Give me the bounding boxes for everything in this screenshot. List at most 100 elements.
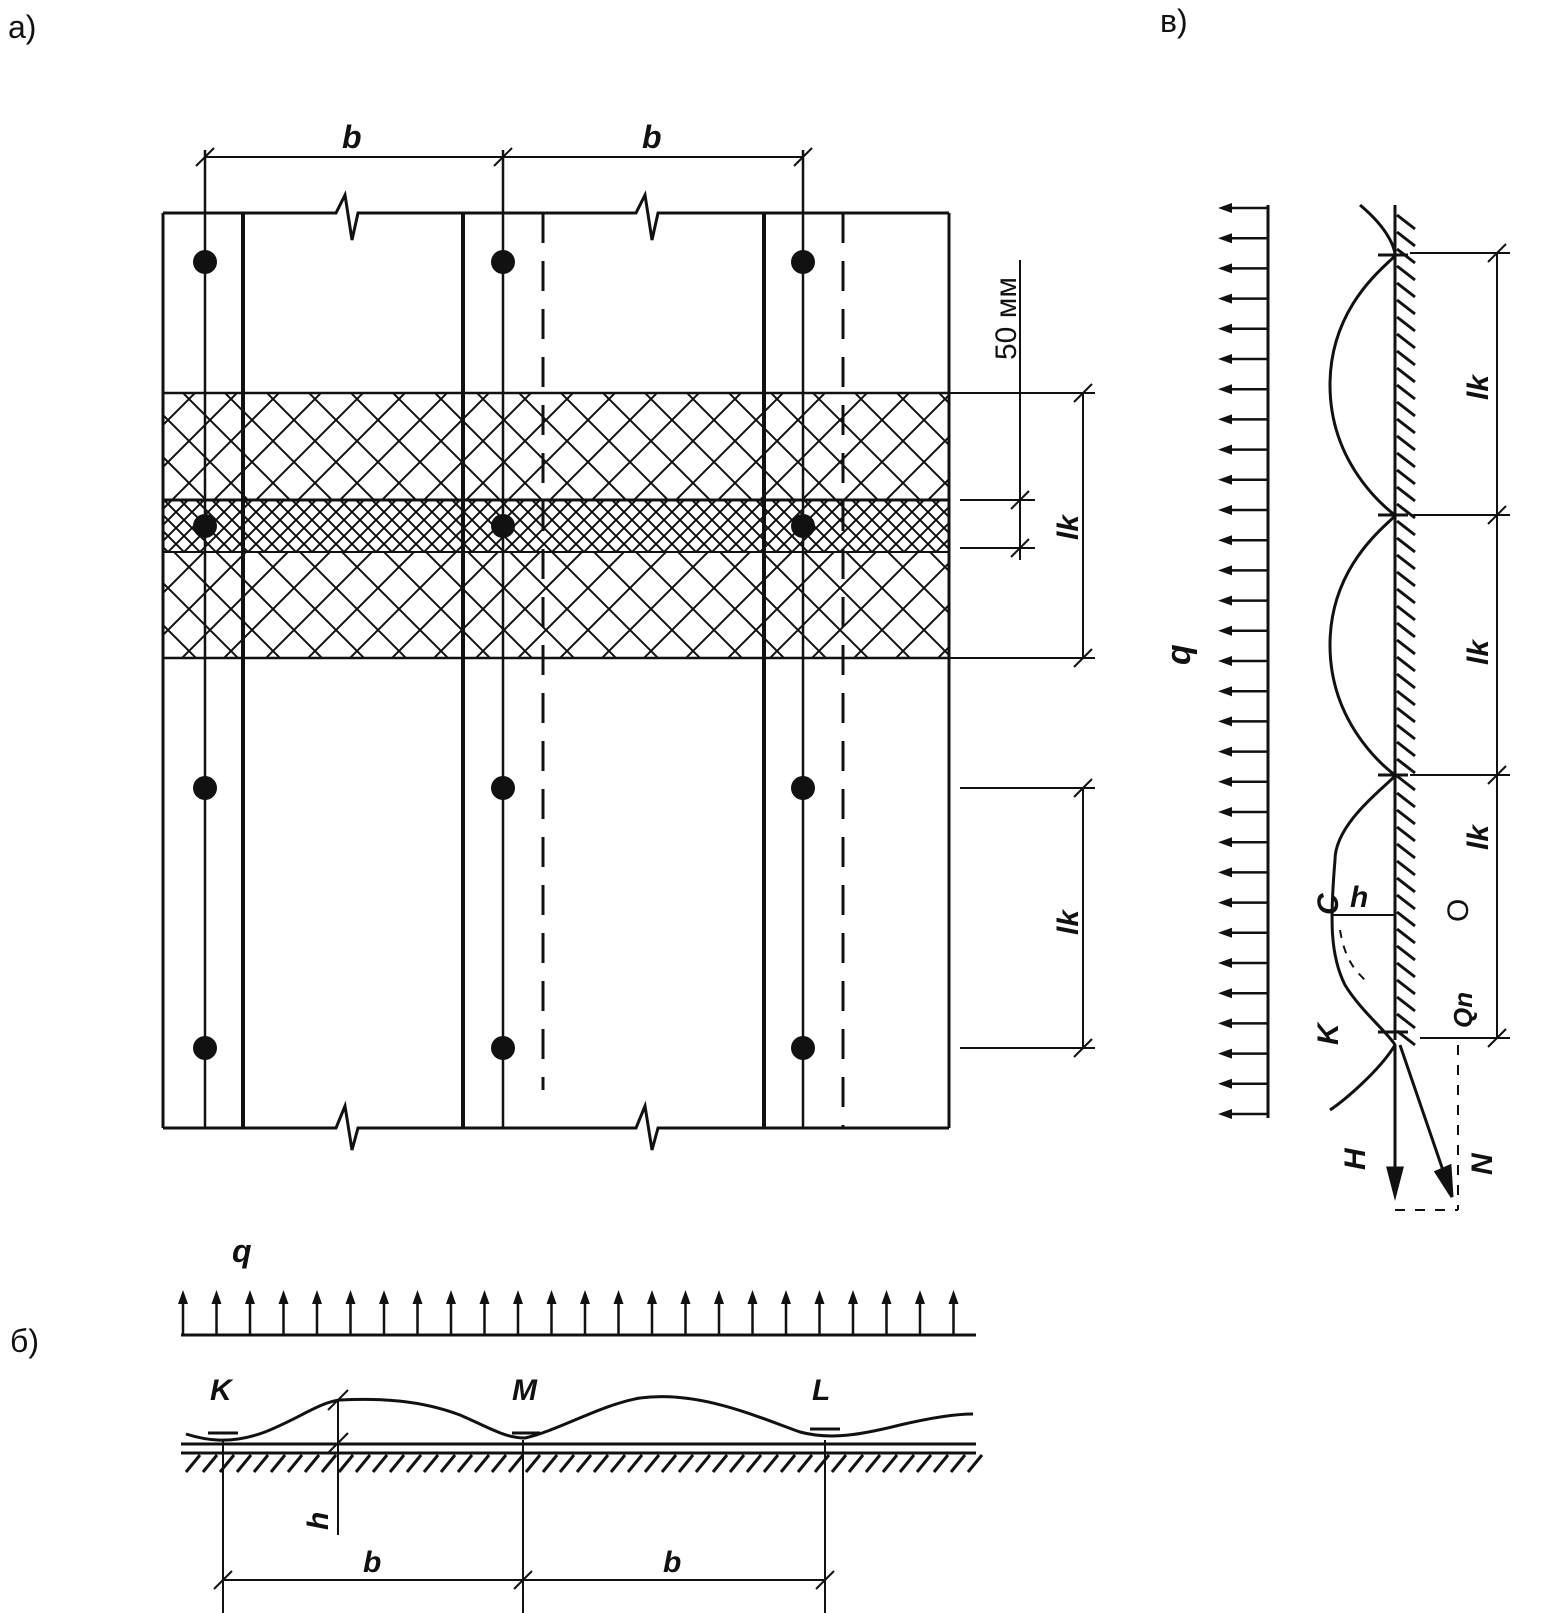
ground-hatch-line [286,1454,304,1473]
wall-hatch-line [1396,723,1416,741]
wall-hatch-line [1396,621,1416,639]
wall-hatch-line [1396,332,1416,350]
net-band-fine [163,500,949,552]
ground-hatch-line [915,1454,933,1473]
ground-hatch-line [320,1454,338,1473]
wall-hatch-line [1396,791,1416,809]
panel-b-membrane-curve [185,1395,974,1442]
load-arrowhead [1218,1048,1232,1059]
dim-right-a [949,260,1095,1058]
panel-v-n-force-label: N [1466,1152,1499,1175]
wall-hatch-line [1396,536,1416,554]
panel-b-b-label-2: b [663,1546,681,1579]
load-arrowhead [412,1290,423,1304]
load-arrowhead [379,1290,389,1304]
load-arrowhead [1218,656,1232,666]
wall-hatch-line [1396,570,1416,588]
wall-hatch-line [1396,485,1416,503]
panel-b-l-label: L [812,1374,830,1407]
load-arrowhead [1218,958,1232,968]
panel-v-h-force-label: H [1339,1147,1372,1170]
load-arrowhead [1218,535,1232,546]
panel-v-load-arrows [1218,203,1268,1119]
wall-hatch-line [1396,587,1416,605]
load-arrowhead [446,1290,456,1304]
load-arrowhead [781,1290,791,1304]
load-arrowhead [1218,595,1232,606]
dim-b-label-1: b [342,119,362,155]
panel-b-label: б) [10,1323,39,1359]
ground-hatch-line [405,1454,423,1473]
load-arrowhead [1218,625,1232,636]
wall-hatch-line [1396,281,1416,299]
wall-hatch-line [1396,859,1416,877]
panel-v-lk-2: lk [1462,639,1495,665]
load-arrowhead [848,1290,858,1304]
ground-hatch-line [626,1454,644,1473]
fastener-dots [193,250,815,1060]
ground-hatch-line [388,1454,406,1473]
ground-hatch-line [711,1454,729,1473]
ground-hatch-line [813,1454,831,1473]
ground-hatch-line [609,1454,627,1473]
load-arrowhead [1218,263,1232,274]
panel-a-plan [161,150,951,1151]
panel-b-h-label: h [302,1512,335,1530]
ground-hatch-line [830,1454,848,1473]
ground-hatch-line [541,1454,559,1473]
load-arrowhead [1218,565,1232,576]
load-arrowhead [881,1290,892,1304]
ground-hatch-line [592,1454,610,1473]
ground-hatch-line [184,1454,202,1473]
wall-hatch-line [1396,434,1416,452]
dim-lk-label-2: lk [1052,909,1085,935]
wall-hatch-line [1396,672,1416,690]
load-arrowhead [714,1290,724,1304]
ground-hatch-line [932,1454,950,1473]
panel-v-dims [1410,243,1510,1048]
ground-hatch-line [949,1454,967,1473]
panel-v-k-label: K [1312,1021,1345,1045]
load-arrowhead [647,1290,657,1304]
ground-hatch-line [201,1454,219,1473]
wall-hatch-line [1396,740,1416,758]
load-arrowhead [211,1290,222,1304]
panel-b-k-label: K [210,1374,234,1407]
load-arrowhead [245,1290,255,1304]
wall-hatch-line [1396,842,1416,860]
load-arrowhead [1218,505,1232,515]
ground-hatch-line [898,1454,916,1473]
load-arrowhead [1218,414,1232,425]
wall-hatch-line [1396,893,1416,911]
wall-hatch-line [1396,553,1416,571]
wall-hatch-line [1396,213,1416,231]
ground-hatch-line [303,1454,321,1473]
load-arrowhead [680,1290,691,1304]
load-arrowhead [814,1290,825,1304]
dim-b-top [195,147,813,167]
panel-a-label: а) [8,9,36,45]
load-arrowhead [1218,384,1232,395]
ground-hatch-line [694,1454,712,1473]
ground-hatch-line [558,1454,576,1473]
wall-hatch-line [1396,876,1416,894]
panel-v-forces [1386,1044,1459,1211]
dim-lk-label-1: lk [1052,514,1085,540]
wall-hatch-line [1396,638,1416,656]
ground-hatch-line [524,1454,542,1473]
panel-b-m-label: M [512,1374,538,1407]
wall-hatch-line [1396,468,1416,486]
wall-hatch-line [1396,706,1416,724]
panel-v-lk-1: lk [1462,374,1495,400]
load-arrowhead [1218,293,1232,304]
dim-50mm-label: 50 мм [990,277,1023,360]
panel-v-lk-3: lk [1462,824,1495,850]
ground-hatch-line [269,1454,287,1473]
load-arrowhead [1218,897,1232,908]
load-arrowhead [546,1290,557,1304]
panel-v-label: в) [1160,3,1188,39]
load-arrowhead [1218,776,1232,787]
panel-v-qn-label: Qn [1448,992,1478,1028]
panel-v-h-label: h [1350,881,1368,914]
